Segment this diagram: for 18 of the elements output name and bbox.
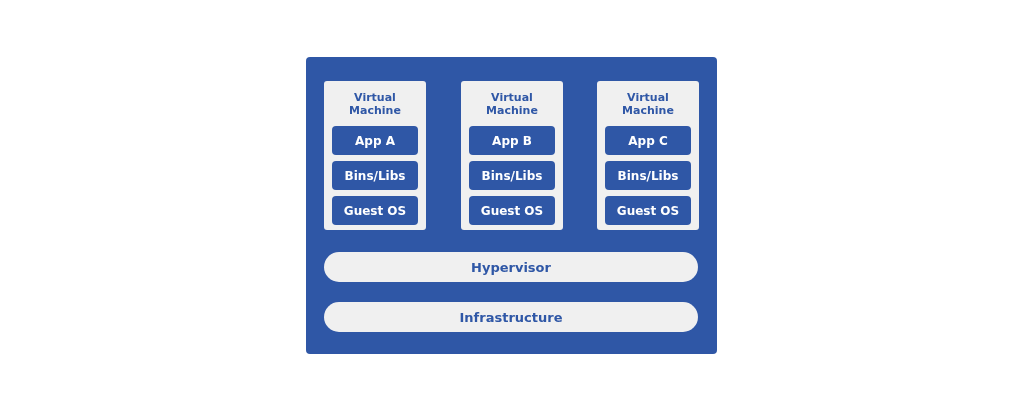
virtual-machine-box [461,81,563,230]
layer-band: Infrastructure [324,302,698,332]
box-heading: Virtual Machine [621,91,675,117]
stack-panel [306,57,717,354]
layer-band: Hypervisor [324,252,698,282]
layer-box: App A [332,126,418,155]
layer-box: Guest OS [469,196,555,225]
box-heading: Virtual Machine [348,91,402,117]
layer-box: App C [605,126,691,155]
layer-box: Bins/Libs [605,161,691,190]
layer-box: Bins/Libs [332,161,418,190]
layer-box: App B [469,126,555,155]
virtual-machine-box [597,81,699,230]
layer-box: Guest OS [605,196,691,225]
virtual-machine-box [324,81,426,230]
box-heading: Virtual Machine [485,91,539,117]
layer-box: Bins/Libs [469,161,555,190]
layer-box: Guest OS [332,196,418,225]
